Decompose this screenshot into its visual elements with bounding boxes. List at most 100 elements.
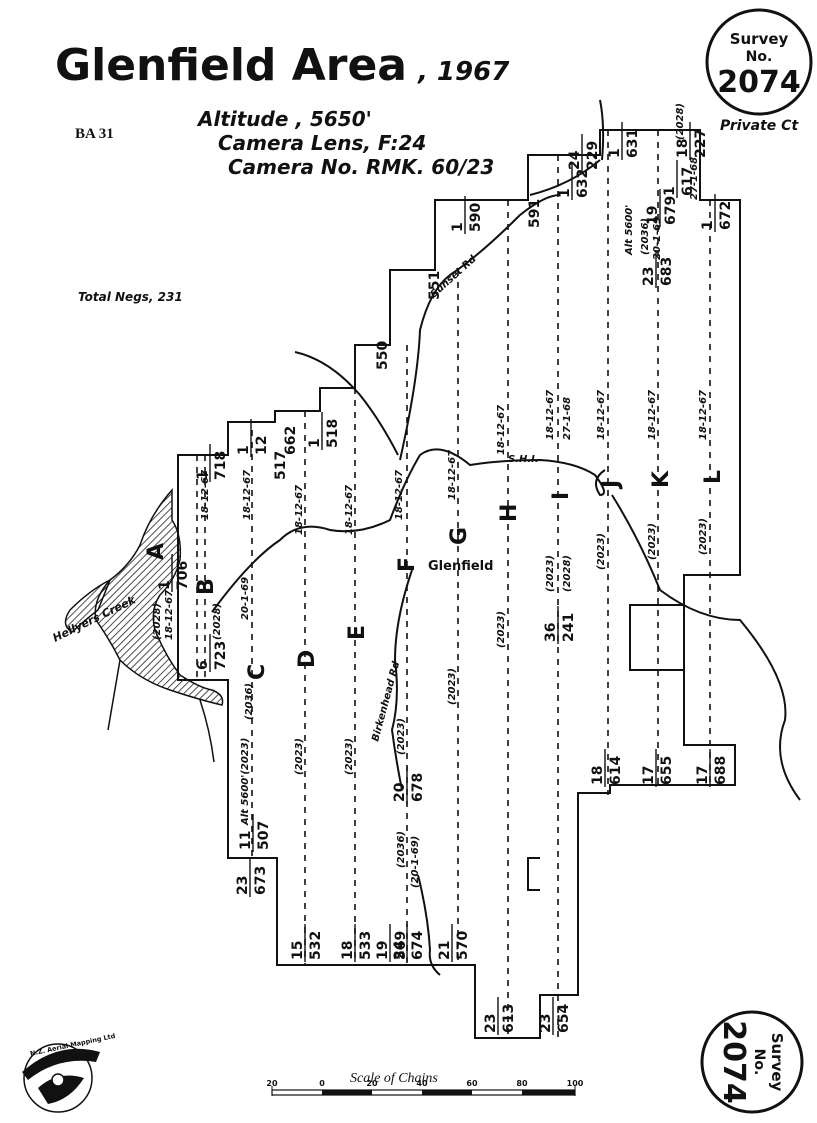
photo-strip-count: 23: [483, 1014, 499, 1033]
strip-letter-e: E: [345, 625, 370, 640]
photo-number-h-top: 591: [527, 199, 543, 228]
note-d-2023: (2023): [294, 738, 305, 775]
photo-frame-number: 688: [713, 756, 729, 785]
photo-frame-number: 590: [468, 203, 484, 232]
note-f-2023: (2023): [396, 718, 407, 755]
creek-tributary: [107, 659, 215, 763]
date-f: 18-12-67: [394, 470, 405, 520]
date-b: 18-12-67: [242, 470, 253, 520]
photo-strip-count: 6: [195, 660, 211, 670]
stamp-top-no: No.: [746, 49, 773, 65]
photo-frame-number: 532: [308, 931, 324, 960]
note-k-2028: (2028): [675, 103, 686, 140]
photo-strip-count: 18: [675, 139, 691, 158]
photo-frame-number: 569: [393, 931, 409, 960]
strip-letter-k: K: [649, 470, 674, 488]
photo-strip-count: 1: [236, 445, 252, 455]
stamp-bottom-number: 2074: [716, 1020, 751, 1104]
stamp-top-number: 2074: [717, 65, 801, 100]
date-i: 18-12-67: [545, 390, 556, 440]
photo-strip-count: 23: [235, 876, 251, 895]
note-a-date: 18-12-67: [164, 590, 175, 640]
scale-title: Scale of Chains: [350, 1071, 438, 1086]
note-i-2028: (2028): [562, 555, 573, 592]
date-j: 18-12-67: [596, 390, 607, 440]
strip-letter-b: B: [194, 578, 219, 595]
photo-frame-number: 518: [325, 419, 341, 448]
photo-strip-count: 23: [538, 1014, 554, 1033]
photo-strip-count: 24: [567, 150, 583, 170]
note-k-2023: (2023): [647, 523, 658, 560]
photo-frame-number: 718: [213, 451, 229, 480]
photo-strip-count: 23: [641, 267, 657, 286]
note-b-2028: (2028): [212, 603, 223, 640]
photo-frame-number: 678: [410, 773, 426, 802]
note-h-2023: (2023): [496, 611, 507, 648]
date-i2: 27-1-68: [562, 397, 573, 440]
note-l-2023: (2023): [698, 518, 709, 555]
strip-letter-a: A: [144, 543, 169, 560]
photo-frame-number: 614: [608, 756, 624, 785]
strip-dates: 18-12-67 18-12-67 20-1-69 18-12-67 18-12…: [200, 157, 709, 620]
date-h: 18-12-67: [496, 405, 507, 455]
map-reference: BA 31: [75, 126, 114, 142]
camera-number-note: Camera No. RMK. 60/23: [228, 155, 494, 179]
photo-strip-count: 1: [662, 186, 678, 196]
photo-number-c-top: 517: [273, 451, 289, 480]
date-a: 18-12-67: [200, 470, 211, 520]
photo-frame-number: 617: [680, 167, 696, 196]
strip-letter-l: L: [701, 470, 726, 484]
scale-tick-label: 40: [416, 1079, 428, 1088]
strip-letter-g: G: [447, 527, 472, 545]
note-g-2023: (2023): [447, 668, 458, 705]
photo-frame-number: 654: [556, 1004, 572, 1033]
photo-strip-count: 1: [195, 470, 211, 480]
photo-strip-count: 1: [700, 220, 716, 230]
strip-letters: A B C D E F G H I J K L: [144, 470, 726, 680]
photo-frame-number: 241: [561, 613, 577, 642]
road-birkenhead: [390, 569, 413, 791]
photo-frame-number: 632: [575, 169, 591, 198]
photo-frame-number: 591: [527, 199, 543, 228]
place-glenfield: Glenfield: [428, 559, 493, 574]
photo-strip-count: 24: [392, 940, 408, 960]
photo-number-f-top: 551: [427, 271, 443, 300]
strip-letter-d: D: [295, 650, 320, 668]
strip-letter-h: H: [497, 504, 522, 522]
photo-frame-number: 655: [659, 756, 675, 785]
stamp-bottom-no: No.: [751, 1049, 767, 1076]
flight-strips: [196, 130, 711, 1038]
hellyers-creek-arm: [64, 578, 112, 633]
photo-strip-count: 18: [590, 766, 606, 785]
note-k-2036: (2036): [640, 218, 651, 255]
photo-frame-number: 673: [253, 866, 269, 895]
note-f-20-1-69: (20-1-69): [410, 836, 421, 888]
map-year: , 1967: [417, 57, 510, 87]
strip-letter-f: F: [395, 557, 420, 572]
photo-strip-count: 19: [375, 941, 391, 960]
photo-frame-number: 533: [358, 931, 374, 960]
road-birkenhead-south: [417, 874, 441, 976]
strip-letter-j: J: [599, 480, 624, 490]
survey-stamp-top: Survey No. 2074: [705, 8, 813, 116]
photo-strip-count: 1: [307, 438, 323, 448]
